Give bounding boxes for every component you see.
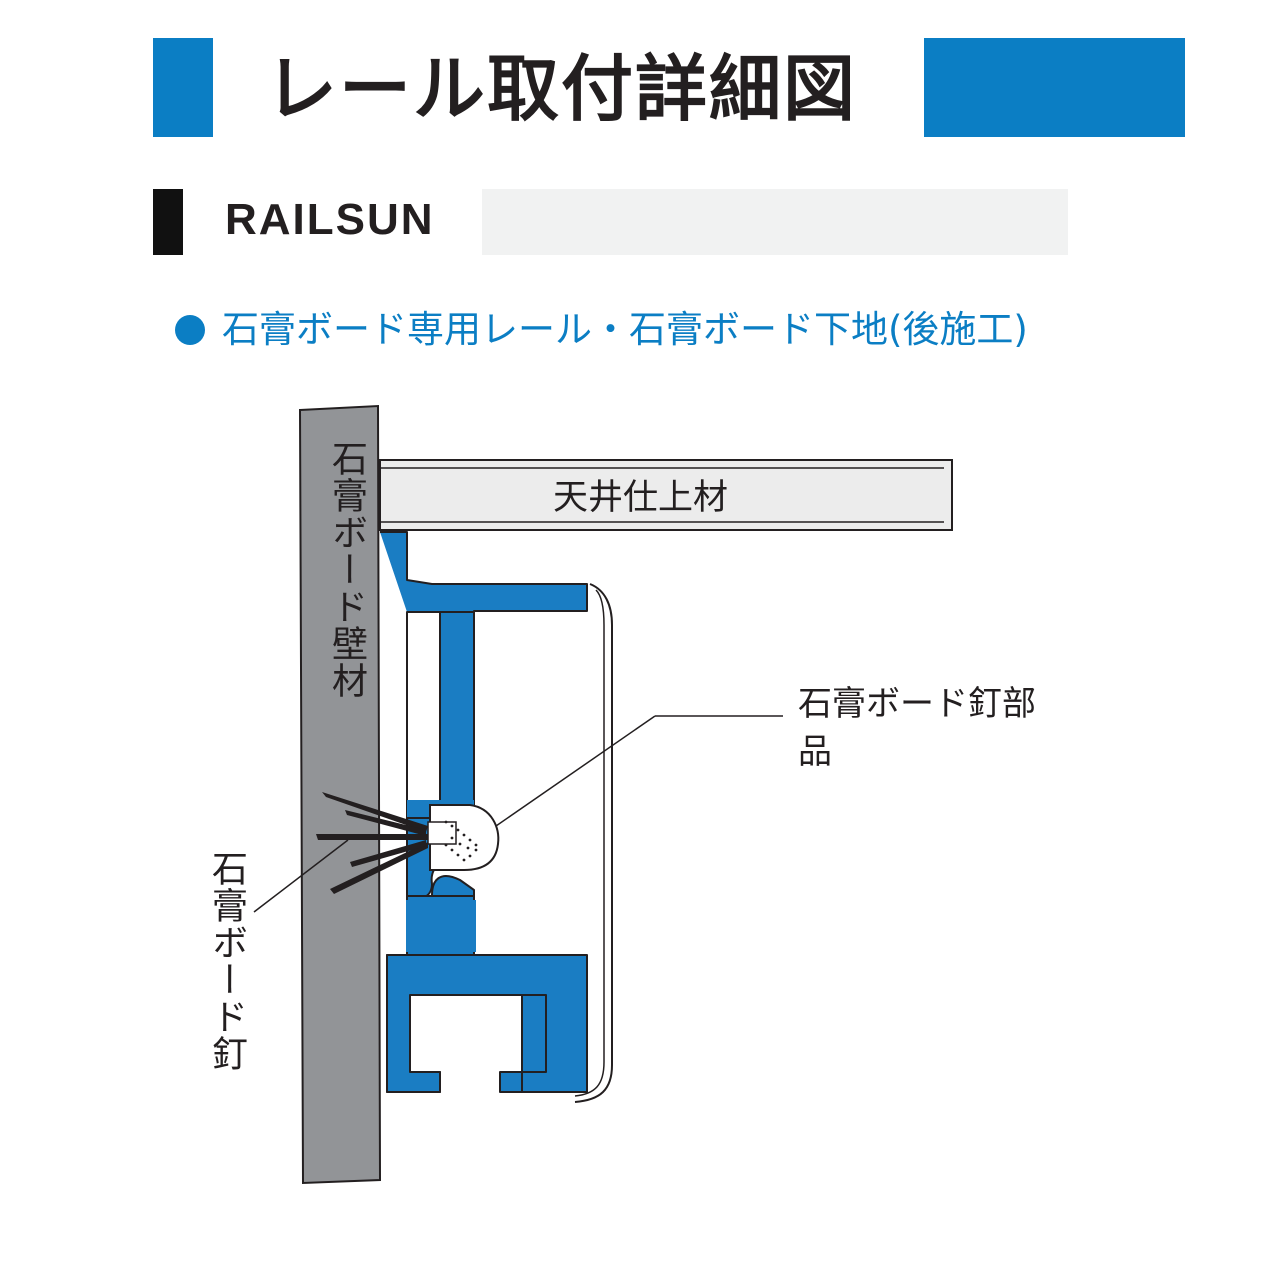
ceiling-label: 天井仕上材: [553, 478, 729, 518]
nail-part: [427, 804, 500, 871]
ceiling-finish-board: [379, 459, 953, 531]
brand-strip: [482, 189, 1068, 255]
nail-label: 石膏ボード釘: [206, 850, 247, 1072]
brand-marker-bar: [153, 189, 183, 255]
section-subtitle: 石膏ボード専用レール・石膏ボード下地(後施工): [222, 308, 1028, 351]
gypsum-board-nail-spikes: [316, 792, 428, 894]
title-right-accent-bar: [924, 38, 1185, 137]
bullet-icon: [175, 315, 205, 345]
title-left-accent-bar: [153, 38, 213, 137]
nail-part-label: 石膏ボード釘部品: [798, 684, 1036, 772]
page-title: レール取付詳細図: [265, 47, 858, 131]
part-leader-line: [495, 715, 656, 827]
brand-name: RAILSUN: [225, 195, 435, 244]
rail-cover-outline: [574, 583, 613, 1103]
wall-label: 石膏ボード壁材: [326, 440, 367, 699]
gypsum-wall-board: [298, 404, 382, 1185]
nail-leader-line: [253, 839, 349, 913]
